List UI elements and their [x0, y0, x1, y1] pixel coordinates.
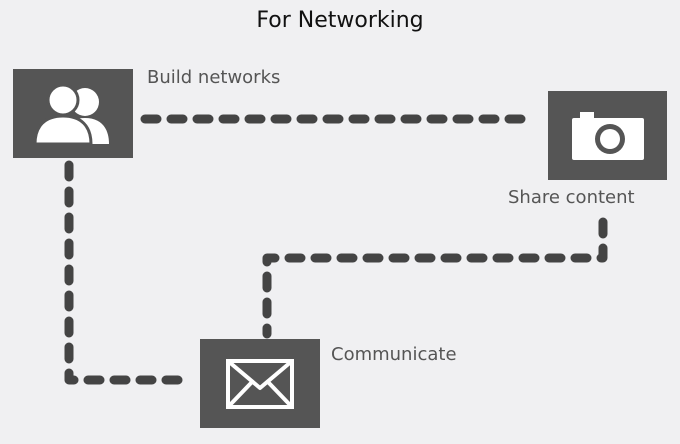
share-content-tile [548, 91, 667, 180]
build-networks-tile [13, 69, 133, 158]
diagram-title: For Networking [256, 8, 424, 33]
communicate-label: Communicate [331, 344, 457, 365]
camera-icon [571, 111, 644, 160]
communicate-tile [200, 339, 320, 428]
share-content-label: Share content [508, 187, 635, 208]
connector-share-to-communicate [262, 217, 608, 339]
build-networks-label: Build networks [147, 67, 281, 88]
envelope-icon [226, 358, 294, 409]
people-icon [33, 83, 109, 144]
connector-build-to-communicate [64, 160, 190, 385]
